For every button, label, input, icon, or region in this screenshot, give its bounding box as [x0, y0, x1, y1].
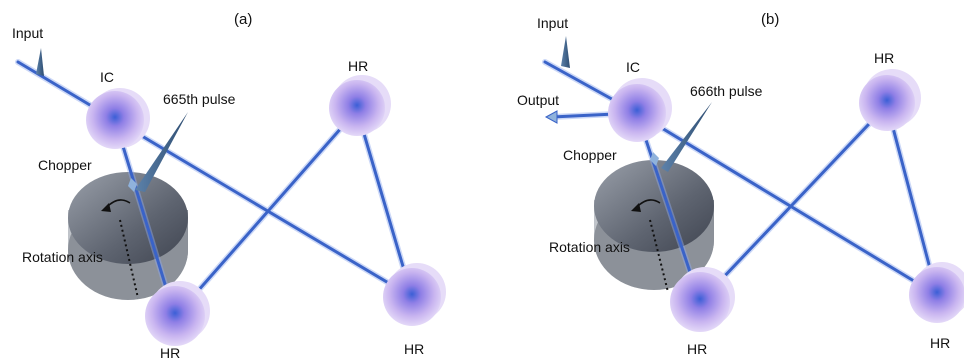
- panel-a: (a): [12, 11, 446, 361]
- hr-bottom-left-label: HR: [687, 341, 707, 357]
- rotation-arrowhead-icon: [101, 203, 111, 212]
- hr-top-label: HR: [348, 58, 368, 74]
- mirror-hr-bottom-left: [670, 267, 735, 332]
- hr-top-label: HR: [874, 50, 894, 66]
- hr-bottom-left-label: HR: [160, 345, 180, 361]
- ic-label: IC: [626, 59, 640, 75]
- ic-label: IC: [100, 69, 114, 85]
- chopper-blade-icon: [650, 152, 659, 166]
- mirror-hr-bottom-right: [383, 263, 446, 326]
- hr-bottom-right-label: HR: [930, 335, 950, 351]
- mirror-hr-top: [859, 69, 921, 131]
- chopper-blade-icon: [128, 178, 137, 192]
- panel-b: (b): [517, 11, 964, 357]
- mirror-hr-top: [329, 75, 391, 136]
- intracavity-pulse-icon: [135, 112, 188, 192]
- mirror-hr-bottom-left: [145, 281, 210, 346]
- panel-label: (b): [761, 11, 779, 28]
- rotation-axis-label: Rotation axis: [549, 239, 630, 255]
- pulse-label: 666th pulse: [690, 83, 763, 99]
- rotation-axis-line: [119, 219, 139, 299]
- rotation-axis-label: Rotation axis: [22, 249, 103, 265]
- output-label: Output: [517, 92, 559, 108]
- hr-bottom-right-label: HR: [404, 341, 424, 357]
- chopper-label: Chopper: [563, 147, 617, 163]
- intracavity-pulse-icon: [661, 102, 712, 172]
- input-label: Input: [537, 15, 568, 31]
- input-label: Input: [12, 25, 43, 41]
- panel-label: (a): [234, 11, 252, 28]
- rotation-arrowhead-icon: [631, 203, 641, 212]
- chopper-label: Chopper: [38, 157, 92, 173]
- input-pulse-icon: [36, 48, 44, 76]
- rotation-axis-line: [649, 219, 669, 293]
- input-pulse-icon: [561, 36, 570, 68]
- mirror-hr-bottom-right: [909, 262, 964, 323]
- output-arrow-icon: [544, 110, 558, 124]
- chopper-disk: [68, 172, 188, 300]
- pulse-label: 665th pulse: [163, 91, 236, 107]
- mirror-ic: [86, 88, 150, 149]
- mirror-ic: [608, 78, 672, 142]
- chopper-disk: [594, 160, 714, 290]
